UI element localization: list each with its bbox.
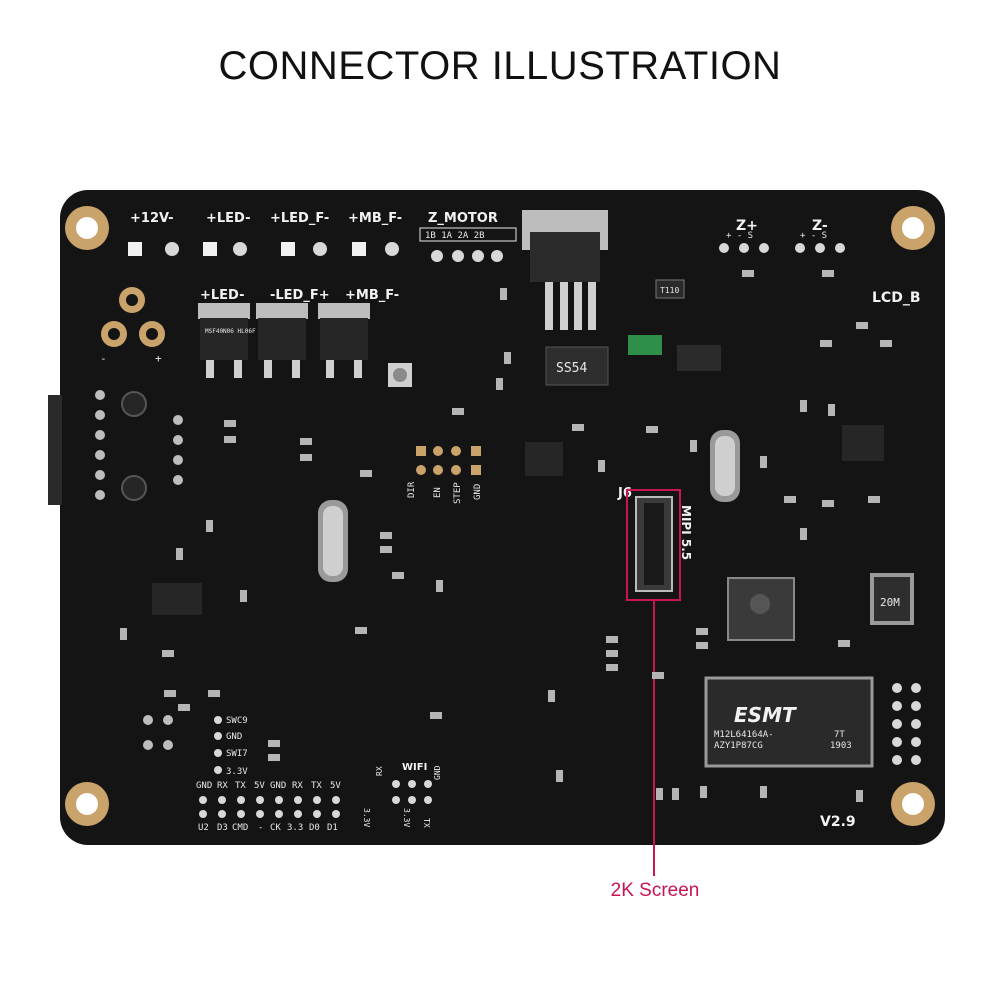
label-swc9: SWC9 <box>226 716 248 726</box>
sdram-chip <box>704 676 874 768</box>
endstop-pin-signs-z-minus: + - S <box>800 231 827 241</box>
endstop-pin-signs-z-plus: + - S <box>726 231 753 241</box>
bottom-row2-d1: D1 <box>327 823 338 833</box>
mosfet-label-led-f: -LED_F+ <box>270 288 330 303</box>
page-title: CONNECTOR ILLUSTRATION <box>218 44 782 88</box>
wifi-pin-rx: RX <box>375 766 384 776</box>
endstop-pins <box>719 243 845 253</box>
bottom-row2-d3: D3 <box>217 823 228 833</box>
power-terminals: - + <box>100 287 165 365</box>
smd-components <box>120 270 892 802</box>
bottom-row2-3v3: 3.3 <box>287 823 303 833</box>
mosfet-label-mb-f: +MB_F- <box>345 288 399 303</box>
label-z-plus: Z+ <box>736 218 758 234</box>
wifi-header-pins <box>392 780 432 804</box>
bottom-row1-gnd-a: GND <box>196 781 212 791</box>
bottom-row2-dash: - <box>258 823 263 833</box>
label-12v: +12V- <box>130 211 174 226</box>
bottom-row2-d0: D0 <box>309 823 320 833</box>
voltage-regulator <box>522 210 608 330</box>
oscillator-marking: 20M <box>880 596 900 609</box>
screw-heads <box>121 391 147 501</box>
mosfet-label-led: +LED- <box>200 288 244 303</box>
ss54-marking: SS54 <box>556 361 587 376</box>
bottom-row2-u2: U2 <box>198 823 209 833</box>
wifi-pin-gnd: GND <box>433 765 442 780</box>
board-version: V2.9 <box>820 814 856 830</box>
mounting-holes <box>65 206 935 826</box>
side-connector <box>48 395 62 505</box>
wifi-label: WIFI <box>402 762 427 773</box>
wifi-pin-3v3-a: 3.3V <box>362 808 371 827</box>
bottom-row1-tx-b: TX <box>311 781 322 791</box>
sdram-lot: AZY1P87CG <box>714 741 763 751</box>
svg-text:+: + <box>155 352 162 365</box>
wifi-pin-3v3-b: 3.3V <box>402 808 411 827</box>
ic4 <box>525 442 563 476</box>
wifi-pin-tx: TX <box>422 818 431 828</box>
ic7 <box>677 345 721 371</box>
bottom-row2-ck: CK <box>270 823 281 833</box>
mosfets <box>198 303 370 378</box>
z-motor-pins: 1B 1A 2A 2B <box>425 231 485 241</box>
bottom-row1-gnd-b: GND <box>270 781 286 791</box>
crystals <box>318 430 740 582</box>
ss54-diode <box>545 346 609 386</box>
sdram-part: M12L64164A- <box>714 730 774 740</box>
bottom-row2-cmd: CMD <box>232 823 248 833</box>
stepper-jumper-pins <box>416 446 481 475</box>
label-mb-f: +MB_F- <box>348 211 402 226</box>
label-z-motor: Z_MOTOR <box>428 211 498 226</box>
bottom-row1-rx-a: RX <box>217 781 228 791</box>
callout-label: 2K Screen <box>610 880 700 901</box>
right-pin-header <box>892 683 921 765</box>
label-dir: DIR <box>407 481 417 498</box>
label-led-f: +LED_F- <box>270 211 329 226</box>
svg-text:-: - <box>100 352 107 365</box>
bottom-header-pins <box>199 796 340 818</box>
label-z-minus: Z- <box>812 218 828 234</box>
swd-pins <box>214 716 222 774</box>
top-connector-pins <box>128 242 503 262</box>
u11 <box>152 583 202 615</box>
bottom-row1-rx-b: RX <box>292 781 303 791</box>
connector-ref: J6 <box>617 486 632 501</box>
sdram-grade: 7T <box>834 730 845 740</box>
label-lcd-b: LCD_B <box>872 290 921 306</box>
green-fuse <box>628 335 662 355</box>
left-vias <box>95 390 183 750</box>
bottom-row1-5v-a: 5V <box>254 781 265 791</box>
bottom-row1-tx-a: TX <box>235 781 246 791</box>
mosfet-marking: MSF40N06 HL06F <box>205 328 256 335</box>
label-step: STEP <box>453 482 463 504</box>
ic6 <box>842 425 884 461</box>
label-en: EN <box>433 487 443 498</box>
label-3v3: 3.3V <box>226 767 248 777</box>
bottom-row1-5v-b: 5V <box>330 781 341 791</box>
sdram-date: 1903 <box>830 741 852 751</box>
label-swi7: SWI7 <box>226 749 248 759</box>
sdram-brand: ESMT <box>734 703 797 727</box>
label-gnd: GND <box>473 484 483 500</box>
label-gnd-left: GND <box>226 732 242 742</box>
mipi-label: MIPI 5.5 <box>679 505 693 560</box>
fuse-marking: T110 <box>660 286 679 295</box>
label-led: +LED- <box>206 211 250 226</box>
